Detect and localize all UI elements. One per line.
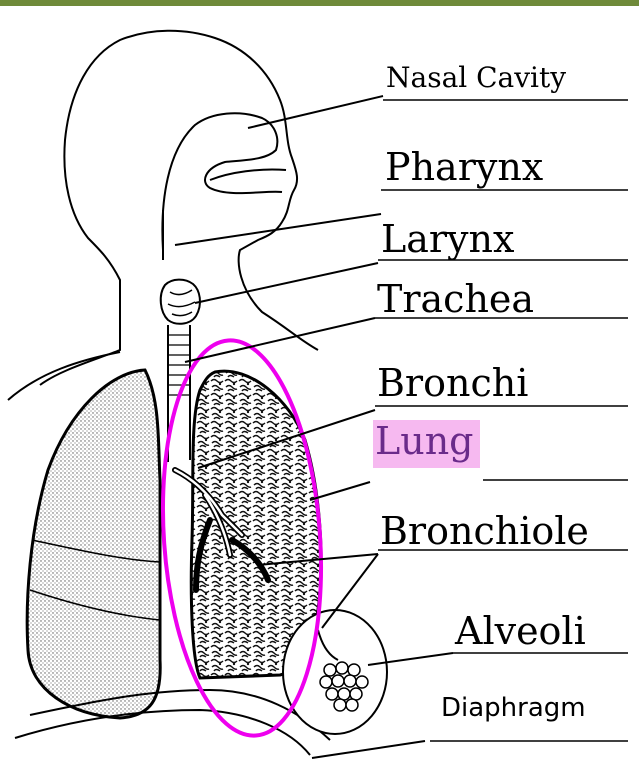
- leader-lung: [310, 482, 370, 500]
- label-bronchi: Bronchi: [377, 364, 528, 402]
- label-bronchiole: Bronchiole: [380, 512, 589, 550]
- mouth-line: [210, 169, 286, 180]
- nasal-passage: [162, 113, 282, 250]
- label-larynx: Larynx: [381, 220, 514, 258]
- leader-diaphragm: [312, 741, 425, 758]
- leader-larynx: [195, 263, 378, 303]
- head-body-outline: [40, 31, 318, 385]
- label-pharynx: Pharynx: [385, 148, 543, 186]
- label-lung: Lung: [373, 420, 480, 468]
- label-nasal-cavity: Nasal Cavity: [386, 64, 566, 92]
- label-diaphragm: Diaphragm: [441, 695, 586, 721]
- leader-pharynx: [175, 214, 381, 245]
- leader-nasal: [248, 96, 383, 128]
- label-trachea: Trachea: [377, 280, 534, 318]
- label-alveoli: Alveoli: [455, 612, 586, 650]
